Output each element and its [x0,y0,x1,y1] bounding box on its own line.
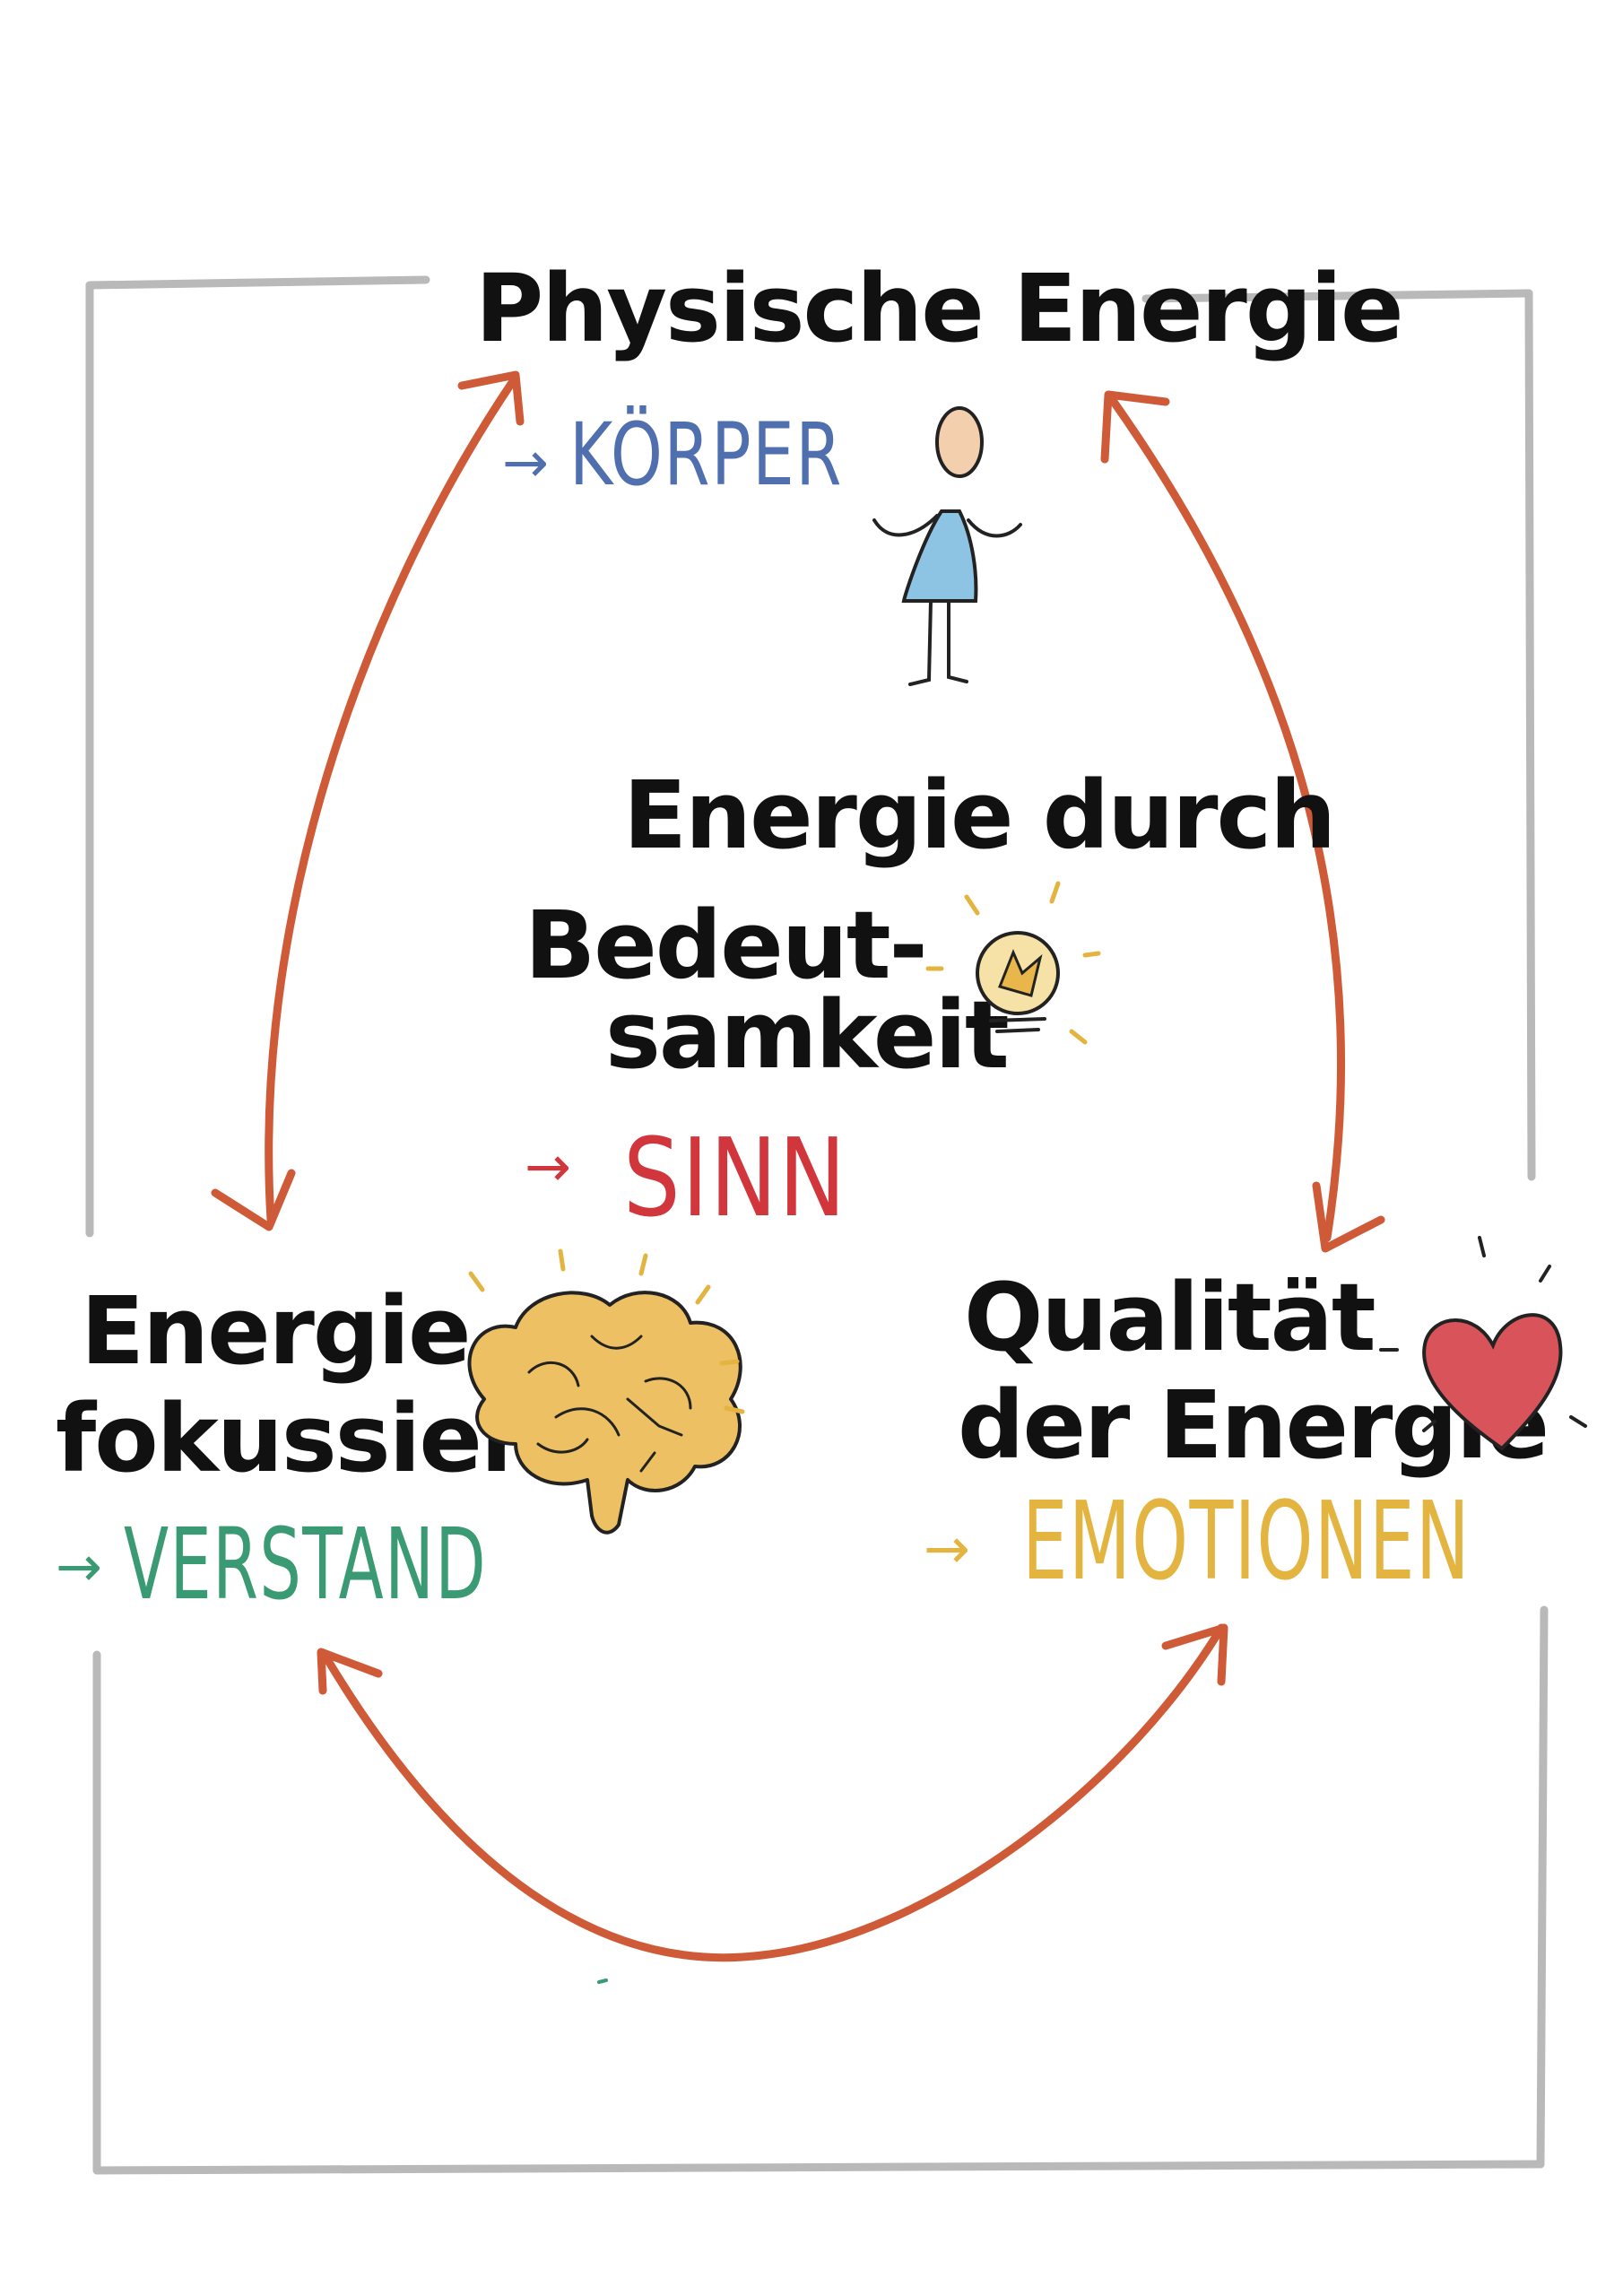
stray-mark [597,1979,608,1984]
arrowhead-top-right [1100,390,1170,464]
physical-title: Physische Energie [475,254,1402,363]
meaning-arrow: → [525,1134,573,1199]
brain-folds [527,1335,692,1473]
heart-shape [1422,1313,1563,1451]
node-physical: Physische Energie → KÖRPER [475,254,1403,505]
arrowhead-bottom-right [1161,1623,1228,1686]
figure-head [935,406,984,478]
frame-right-upper [1524,289,1536,1181]
brain-icon [467,1248,745,1535]
meaning-line1: Energie durch [623,761,1334,870]
figure-left-leg [908,599,933,686]
arrowhead-mid-left [211,1169,296,1231]
arrowhead-top-left [457,370,525,426]
arrow-physical-quality [1107,395,1346,1242]
frame-top-left [85,275,430,290]
arrow-focus-quality [320,1623,1226,1962]
figure-right-leg [947,599,968,683]
node-meaning: Energie durch Bedeut- samkeit → SINN [525,761,1336,1241]
brain-shape [467,1291,742,1535]
meaning-keyword: SINN [623,1117,847,1241]
node-quality: Qualität der Energie → EMOTIONEN [924,1263,1549,1605]
frame [85,275,1549,2175]
meaning-line2: Bedeut- [525,891,926,1000]
figure-left-arm [872,514,939,537]
arrow-physical-focus [265,377,517,1224]
bulb-rays [925,881,1101,1045]
bulb-spark [997,949,1043,997]
physical-arrow: → [502,430,551,495]
bulb-base [989,1017,1046,1033]
frame-bottom [92,2160,1545,2175]
focus-arrow: → [56,1534,104,1599]
figure-right-arm [967,518,1022,538]
quality-arrow: → [924,1516,972,1581]
physical-keyword: KÖRPER [569,404,843,505]
cycle-arrows [211,370,1385,1962]
arrowhead-mid-right [1312,1181,1385,1253]
heart-rays [1379,1236,1587,1432]
meaning-line3: samkeit [605,980,1008,1090]
arrowhead-bottom-left [317,1648,383,1695]
figure-body [901,509,978,603]
focus-keyword: VERSTAND [124,1507,487,1622]
frame-right-lower [1536,1605,1549,2169]
frame-top-right [1141,289,1533,303]
lightbulb-icon [925,881,1101,1045]
focus-line1: Energie [81,1276,470,1386]
brain-rays [468,1248,745,1414]
heart-icon [1379,1236,1587,1451]
quality-keyword: EMOTIONEN [1022,1480,1471,1605]
stick-figure-icon [872,406,1022,686]
quality-line1: Qualität [964,1263,1375,1372]
